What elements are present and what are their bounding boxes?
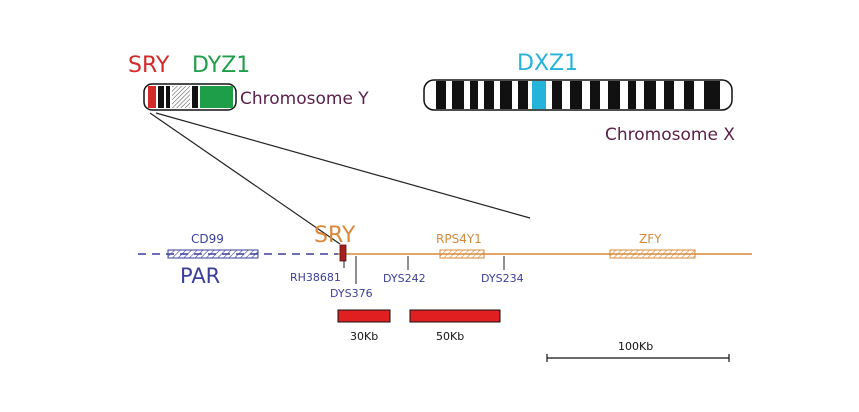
marker-dys376-label: DYS376 xyxy=(330,287,373,300)
scale-bar-label: 100Kb xyxy=(618,340,653,353)
fragment-50kb-label: 50Kb xyxy=(436,330,464,343)
chrX-label: Chromosome X xyxy=(605,125,735,145)
zoom-line-left xyxy=(149,112,341,245)
gene-cd99-label: CD99 xyxy=(191,232,224,246)
chrY-dyz1-band xyxy=(200,86,233,108)
zoom-line-right xyxy=(155,112,531,219)
chromosome-y xyxy=(143,83,237,111)
chrY-dyz1-label: DYZ1 xyxy=(192,53,250,78)
fragment-30kb-label: 30Kb xyxy=(350,330,378,343)
marker-dys234-label: DYS234 xyxy=(481,272,524,285)
gene-rps4y1-box xyxy=(439,249,485,259)
fragment-50kb-bar xyxy=(409,309,501,323)
map-sry-label: SRY xyxy=(314,223,356,248)
chrX-dxz1-centromere xyxy=(532,81,546,109)
gene-rps4y1-label: RPS4Y1 xyxy=(436,232,482,246)
par-label: PAR xyxy=(180,264,220,288)
gene-cd99-box xyxy=(167,249,259,259)
fragment-30kb-bar xyxy=(337,309,391,323)
gene-zfy-box xyxy=(609,249,696,259)
chrY-sry-label: SRY xyxy=(128,53,170,78)
chromosome-x xyxy=(423,79,733,111)
chrY-centromere xyxy=(172,86,190,108)
marker-dys242-label: DYS242 xyxy=(383,272,426,285)
marker-rh38681-label: RH38681 xyxy=(290,271,341,284)
chrY-sry-band xyxy=(148,86,156,108)
map-sry-box xyxy=(339,244,347,262)
chrX-dxz1-label: DXZ1 xyxy=(517,51,578,76)
gene-zfy-label: ZFY xyxy=(639,232,662,246)
scale-bar xyxy=(546,354,730,362)
chrY-label: Chromosome Y xyxy=(240,89,369,109)
